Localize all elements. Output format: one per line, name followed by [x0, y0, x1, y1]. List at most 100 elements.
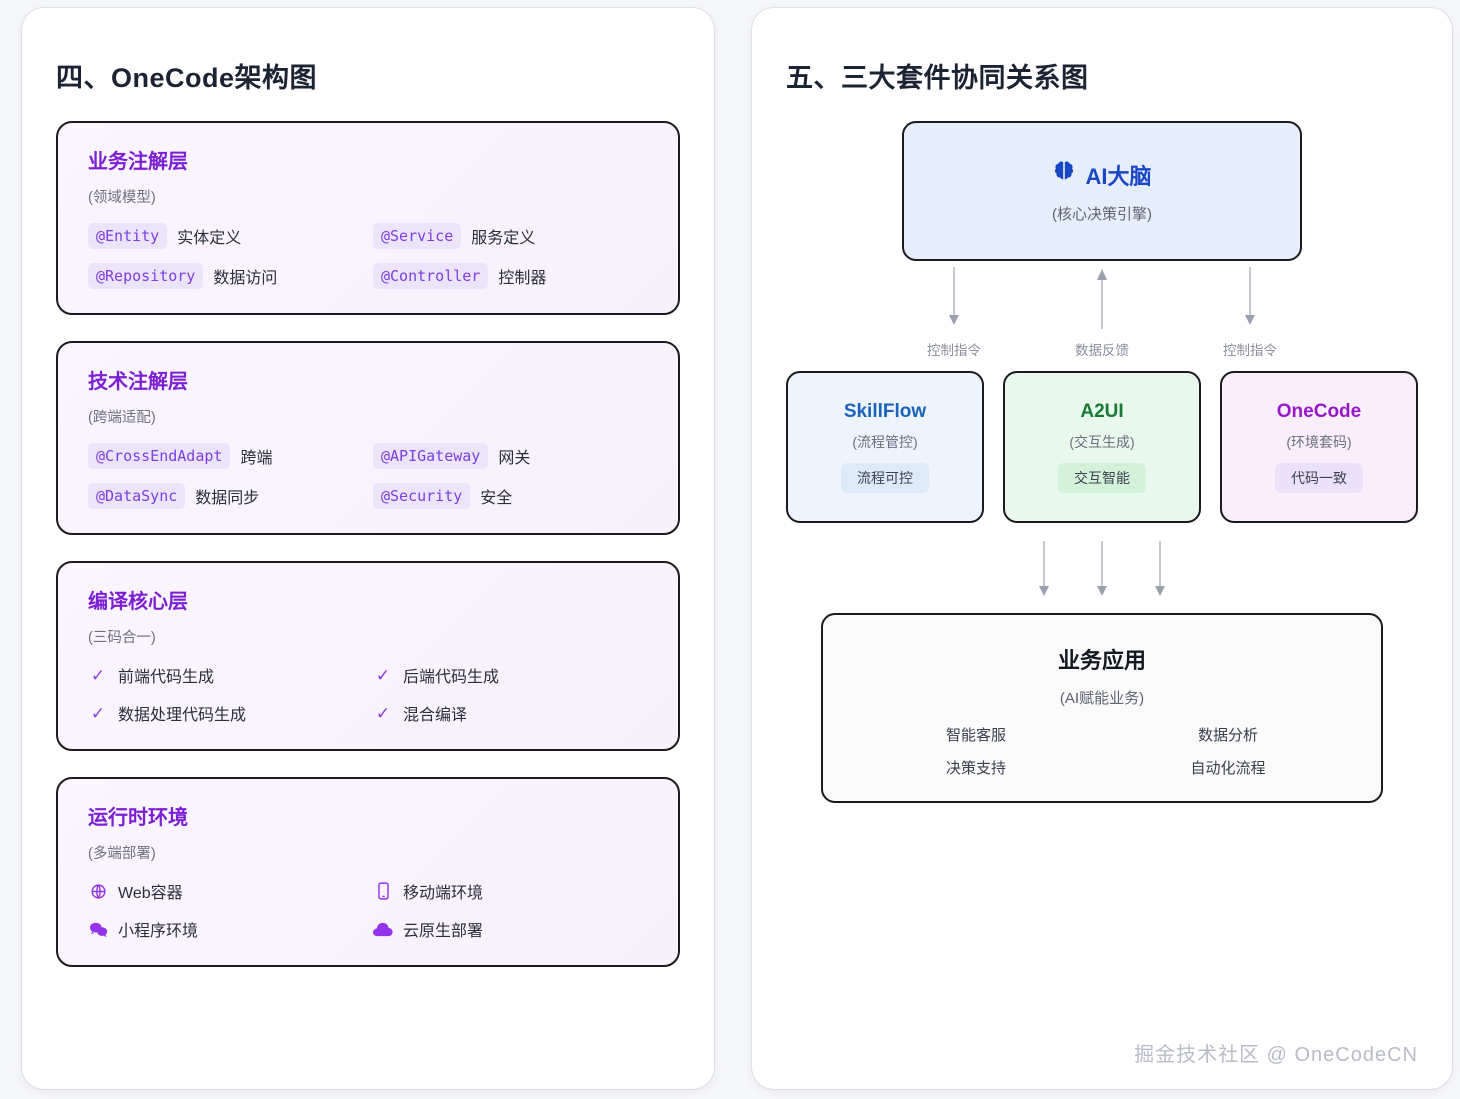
ai-brain-heading: AI大脑	[1052, 159, 1152, 191]
app-item: 数据分析	[1197, 726, 1258, 744]
suite-card-skillflow: SkillFlow (流程管控) 流程可控	[786, 371, 984, 523]
item-label: Web容器	[118, 885, 183, 902]
layer-items: @Entity 实体定义 @Service 服务定义 @Repository 数…	[88, 223, 648, 289]
check-icon: ✓	[375, 665, 391, 685]
suite-subtitle: (环境套码)	[1286, 434, 1352, 450]
collaboration-panel-title: 五、三大套件协同关系图	[786, 63, 1089, 93]
layer-subtitle: (多端部署)	[88, 846, 156, 862]
layer-items: @CrossEndAdapt 跨端 @APIGateway 网关 @DataSy…	[88, 443, 648, 509]
arrow-down-icon	[1242, 267, 1258, 334]
ai-brain-box: AI大脑 (核心决策引擎)	[902, 121, 1302, 261]
layer-title: 编译核心层	[88, 591, 188, 613]
business-application-items: 智能客服 数据分析 决策支持 自动化流程	[891, 724, 1313, 778]
check-icon: ✓	[90, 703, 106, 723]
item-label: 数据访问	[213, 270, 278, 287]
layer-item: @Entity 实体定义	[88, 223, 363, 249]
layer-subtitle: (跨端适配)	[88, 410, 156, 426]
item-label: 小程序环境	[118, 923, 199, 940]
suite-card-onecode: OneCode (环境套码) 代码一致	[1220, 371, 1418, 523]
layer-card-compile-core: 编译核心层 (三码合一) ✓ 前端代码生成 ✓ 后端代码生成 ✓ 数据处理代码生…	[56, 561, 680, 751]
arrow-down-icon	[1094, 541, 1110, 607]
ai-brain-subtitle: (核心决策引擎)	[1052, 205, 1152, 223]
item-label: 前端代码生成	[118, 669, 215, 686]
layer-title: 业务注解层	[88, 151, 188, 173]
suite-name: SkillFlow	[843, 401, 927, 422]
layer-item: ✓ 混合编译	[373, 701, 648, 725]
annotation-tag: @DataSync	[88, 483, 186, 509]
ai-brain-name: AI大脑	[1085, 163, 1152, 189]
layer-item: 小程序环境	[88, 917, 363, 941]
collaboration-panel: 五、三大套件协同关系图 AI大脑 (核心决策引擎)	[752, 8, 1452, 1089]
layer-item: 移动端环境	[373, 879, 648, 903]
layer-title: 运行时环境	[88, 807, 188, 829]
layer-item: ✓ 前端代码生成	[88, 663, 363, 687]
item-label: 后端代码生成	[403, 669, 500, 686]
suite-badge: 流程可控	[841, 463, 929, 493]
layer-item: ✓ 后端代码生成	[373, 663, 648, 687]
layer-item: @Controller 控制器	[373, 263, 648, 289]
annotation-tag: @Repository	[88, 263, 204, 289]
item-label: 跨端	[240, 450, 273, 467]
layer-item: 云原生部署	[373, 917, 648, 941]
layer-item: ✓ 数据处理代码生成	[88, 701, 363, 725]
arrow-label: 控制指令	[1223, 343, 1277, 358]
item-label: 实体定义	[177, 230, 242, 247]
layer-item: @APIGateway 网关	[373, 443, 648, 469]
layer-item: @Service 服务定义	[373, 223, 648, 249]
layer-card-runtime-environment: 运行时环境 (多端部署) Web容器	[56, 777, 680, 967]
arrow-label: 数据反馈	[1075, 343, 1129, 358]
suite-card-a2ui: A2UI (交互生成) 交互智能	[1003, 371, 1201, 523]
annotation-tag: @APIGateway	[373, 443, 489, 469]
layer-item: @Security 安全	[373, 483, 648, 509]
layer-subtitle: (三码合一)	[88, 630, 156, 646]
item-label: 安全	[480, 490, 513, 507]
check-icon: ✓	[90, 665, 106, 685]
annotation-tag: @Entity	[88, 223, 168, 249]
annotation-tag: @CrossEndAdapt	[88, 443, 231, 469]
wechat-icon	[88, 921, 108, 938]
app-item: 自动化流程	[1190, 759, 1266, 777]
item-label: 数据同步	[195, 490, 260, 507]
suite-badge: 代码一致	[1275, 463, 1363, 493]
layer-title: 技术注解层	[88, 371, 188, 393]
suite-subtitle: (交互生成)	[1069, 434, 1135, 450]
architecture-panel-title: 四、OneCode架构图	[56, 63, 318, 93]
flow-arrows-bottom	[786, 541, 1418, 607]
layer-items: ✓ 前端代码生成 ✓ 后端代码生成 ✓ 数据处理代码生成 ✓ 混合编译	[88, 663, 648, 725]
annotation-tag: @Service	[373, 223, 462, 249]
item-label: 数据处理代码生成	[118, 707, 247, 724]
item-label: 云原生部署	[403, 923, 484, 940]
item-label: 混合编译	[403, 707, 468, 724]
arrow-label: 控制指令	[927, 343, 981, 358]
business-application-box: 业务应用 (AI赋能业务) 智能客服 数据分析 决策支持 自动化流程	[821, 613, 1383, 803]
flow-arrow-control-left: 控制指令	[913, 267, 995, 367]
annotation-tag: @Controller	[373, 263, 489, 289]
annotation-tag: @Security	[373, 483, 471, 509]
check-icon: ✓	[375, 703, 391, 723]
cloud-icon	[373, 922, 393, 937]
app-item: 智能客服	[945, 726, 1006, 744]
watermark: 掘金技术社区 @ OneCodeCN	[1134, 1044, 1418, 1066]
layer-items: Web容器 移动端环境	[88, 879, 648, 941]
arrow-down-icon	[946, 267, 962, 334]
app-item: 决策支持	[945, 759, 1006, 777]
layer-item: Web容器	[88, 879, 363, 903]
business-application-title: 业务应用	[1057, 647, 1146, 673]
suite-name: A2UI	[1080, 401, 1124, 422]
item-label: 服务定义	[471, 230, 536, 247]
arrow-down-icon	[1152, 541, 1168, 607]
item-label: 网关	[498, 450, 531, 467]
flow-arrow-control-right: 控制指令	[1209, 267, 1291, 367]
suite-badge: 交互智能	[1058, 463, 1146, 493]
mobile-icon	[373, 882, 393, 900]
layer-subtitle: (领域模型)	[88, 190, 156, 206]
flow-arrow-feedback-middle: 数据反馈	[1061, 267, 1143, 367]
layer-card-technical-annotation: 技术注解层 (跨端适配) @CrossEndAdapt 跨端 @APIGatew…	[56, 341, 680, 535]
suite-cards: SkillFlow (流程管控) 流程可控 A2UI (交互生成) 交互智能 O…	[786, 371, 1418, 523]
brain-icon	[1052, 161, 1076, 189]
suite-subtitle: (流程管控)	[852, 434, 918, 450]
arrow-down-icon	[1036, 541, 1052, 607]
architecture-panel: 四、OneCode架构图 业务注解层 (领域模型) @Entity 实体定义 @…	[22, 8, 714, 1089]
arrow-up-icon	[1094, 267, 1110, 334]
